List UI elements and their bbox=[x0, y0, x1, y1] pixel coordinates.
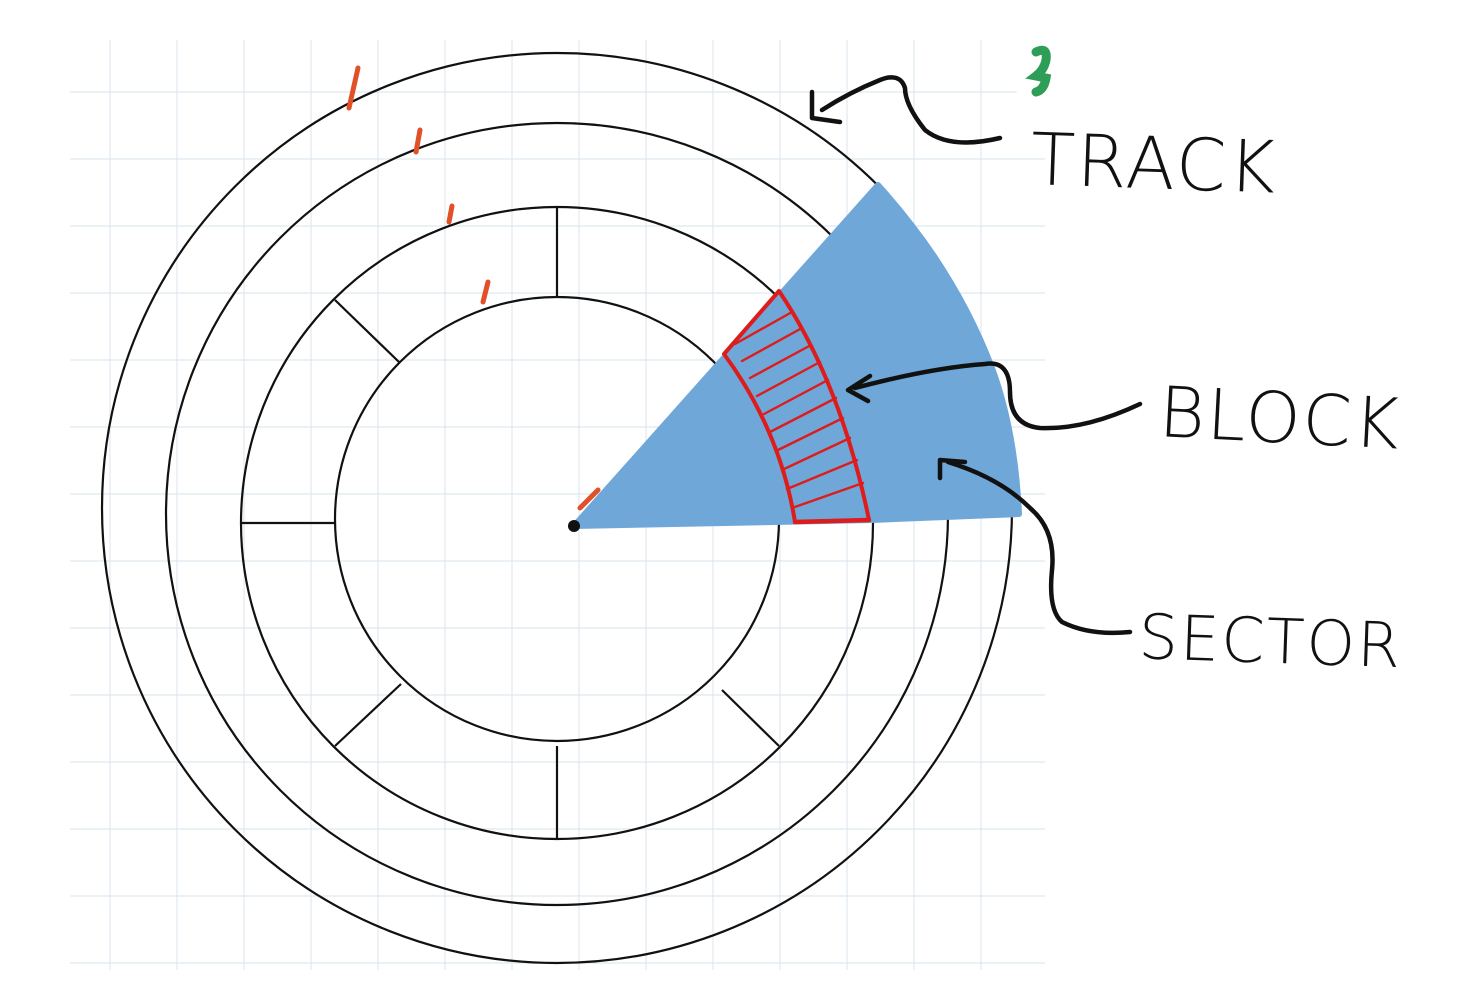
label-track: TRACK bbox=[1029, 117, 1278, 210]
track-arrow bbox=[809, 75, 1003, 145]
sector-arrow bbox=[937, 457, 1133, 636]
label-sector: SECTOR bbox=[1137, 600, 1403, 682]
block-arrow bbox=[845, 361, 1143, 431]
track-tick-marks bbox=[346, 65, 601, 511]
center-spindle bbox=[568, 520, 580, 532]
label-block: BLOCK bbox=[1157, 371, 1403, 466]
corner-badge bbox=[1014, 40, 1090, 116]
block-dividers bbox=[241, 207, 780, 840]
block-highlight bbox=[722, 289, 872, 525]
